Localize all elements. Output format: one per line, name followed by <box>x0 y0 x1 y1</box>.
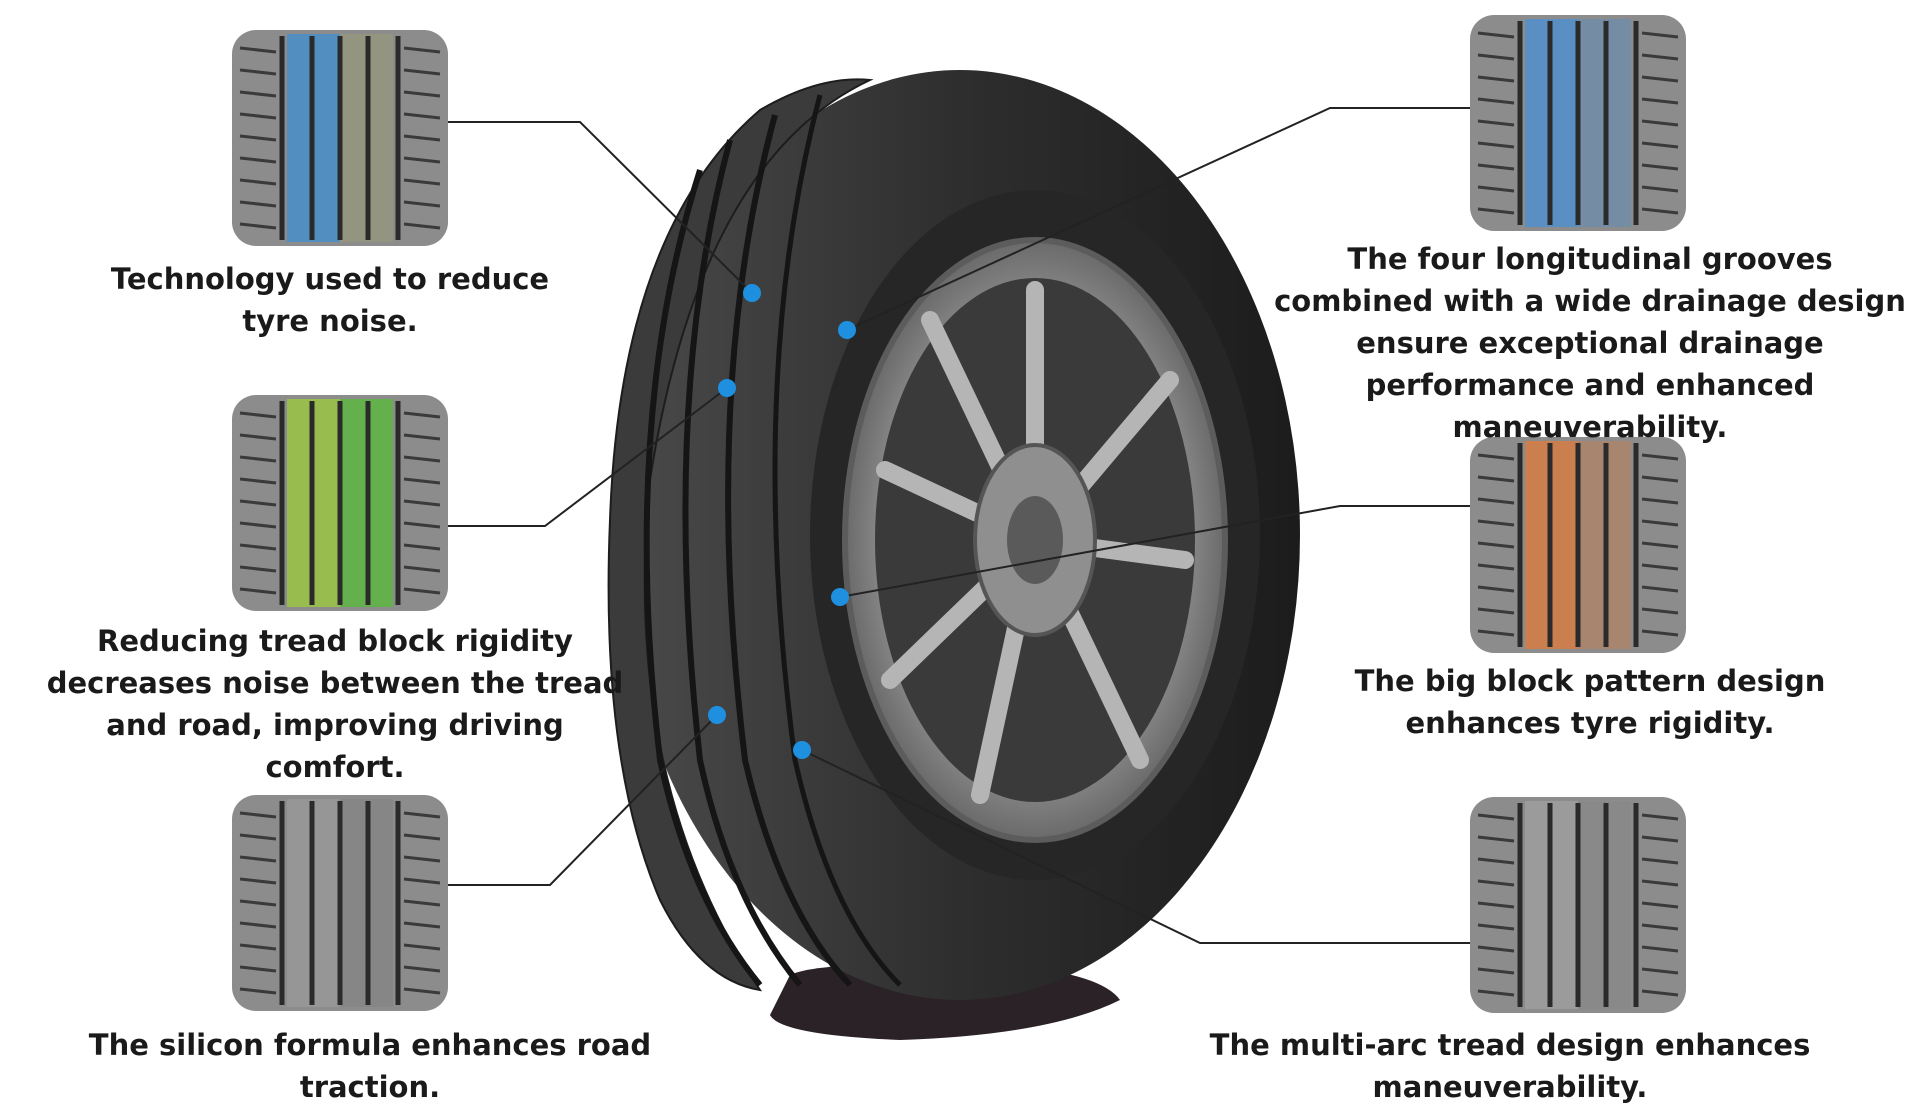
feature-thumbnails <box>232 15 1686 1013</box>
wheel-hub-cap <box>1007 496 1063 584</box>
tread-groove-4 <box>772 94 902 987</box>
caption-silicon-formula: The silicon formula enhances road tracti… <box>88 1028 652 1104</box>
tread-thumbnail-big-block-pattern <box>1470 437 1686 653</box>
leader-line-big-block-pattern <box>839 505 1470 598</box>
marker-silicon-formula <box>708 706 726 724</box>
leader-line-noise-technology <box>448 121 753 294</box>
caption-multi-arc-tread: The multi-arc tread design enhances mane… <box>1209 1028 1811 1104</box>
tread-thumbnail-longitudinal-grooves <box>1470 15 1686 231</box>
marker-tread-rigidity <box>718 379 736 397</box>
marker-longitudinal-grooves <box>838 321 856 339</box>
caption-tread-rigidity: Reducing tread block rigidity decreases … <box>46 624 624 784</box>
caption-big-block-pattern: The big block pattern design enhances ty… <box>1354 664 1826 740</box>
caption-longitudinal-grooves: The four longitudinal grooves combined w… <box>1274 242 1906 444</box>
marker-multi-arc-tread <box>793 741 811 759</box>
tread-groove-1 <box>643 169 763 987</box>
tread-groove-2 <box>682 139 803 987</box>
leader-lines <box>448 107 1470 944</box>
leader-line-silicon-formula <box>448 714 718 886</box>
tread-thumbnail-tread-rigidity <box>232 395 448 611</box>
leader-line-multi-arc-tread <box>801 749 1470 944</box>
tread-thumbnail-noise-technology <box>232 30 448 246</box>
leader-line-tread-rigidity <box>448 387 728 527</box>
feature-markers <box>708 284 856 759</box>
tyre-feature-diagram <box>232 15 1686 1040</box>
marker-big-block-pattern <box>831 588 849 606</box>
caption-noise-technology: Technology used to reduce tyre noise. <box>110 262 550 338</box>
tyre-tread-face <box>607 78 874 992</box>
tyre-illustration <box>607 70 1300 1000</box>
tread-thumbnail-multi-arc-tread <box>1470 797 1686 1013</box>
leader-line-longitudinal-grooves <box>846 107 1470 331</box>
tread-thumbnail-silicon-formula <box>232 795 448 1011</box>
marker-noise-technology <box>743 284 761 302</box>
tread-groove-3 <box>725 114 853 988</box>
